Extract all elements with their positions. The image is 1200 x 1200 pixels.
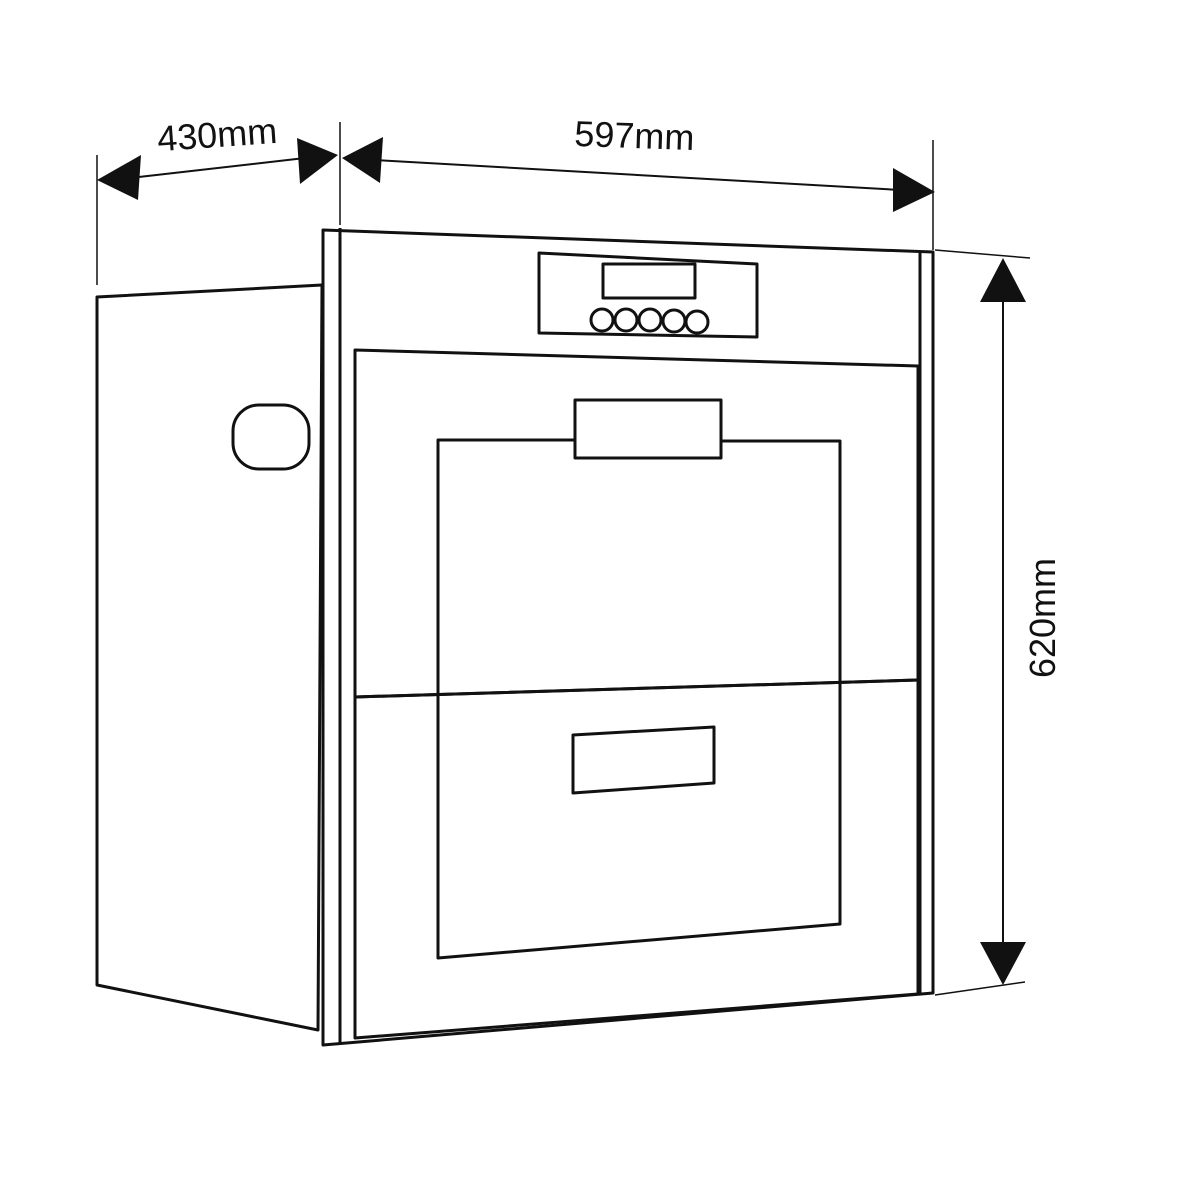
extension-lines [96, 122, 1031, 996]
front-frame-outer [321, 228, 935, 1047]
control-button-3[interactable] [637, 307, 663, 333]
lower-drawer-handle[interactable] [571, 725, 716, 795]
lower-drawer-window [436, 683, 842, 960]
width-dimension-line [374, 159, 901, 191]
control-button-1[interactable] [589, 307, 615, 333]
width-arrow-left-icon [342, 137, 383, 183]
appliance-side-body [95, 283, 324, 1032]
upper-door-window [436, 438, 575, 697]
control-panel [537, 251, 759, 339]
control-button-5[interactable] [684, 309, 710, 335]
lower-drawer-frame [353, 678, 920, 1040]
depth-dimension-label: 430mm [156, 110, 279, 159]
control-display [601, 262, 697, 300]
depth-arrow-right-icon [297, 138, 338, 184]
upper-door-window-right [721, 439, 842, 683]
upper-door-handle[interactable] [573, 398, 723, 460]
appliance-front-panel [321, 228, 935, 1047]
height-dimension-label: 620mm [1022, 558, 1063, 678]
control-panel-frame [537, 251, 759, 339]
height-arrow-up-icon [980, 258, 1026, 302]
width-arrow-right-icon [893, 168, 935, 212]
lower-drawer [353, 678, 920, 1040]
upper-door [353, 348, 920, 699]
depth-arrow-left-icon [97, 155, 141, 200]
depth-dimension-line [129, 157, 306, 179]
width-dimension-label: 597mm [574, 113, 695, 158]
control-button-2[interactable] [613, 307, 639, 333]
dimension-lines [129, 157, 1004, 945]
height-arrow-down-icon [980, 942, 1026, 985]
side-vent-cutout [231, 403, 311, 471]
control-button-4[interactable] [661, 308, 687, 334]
